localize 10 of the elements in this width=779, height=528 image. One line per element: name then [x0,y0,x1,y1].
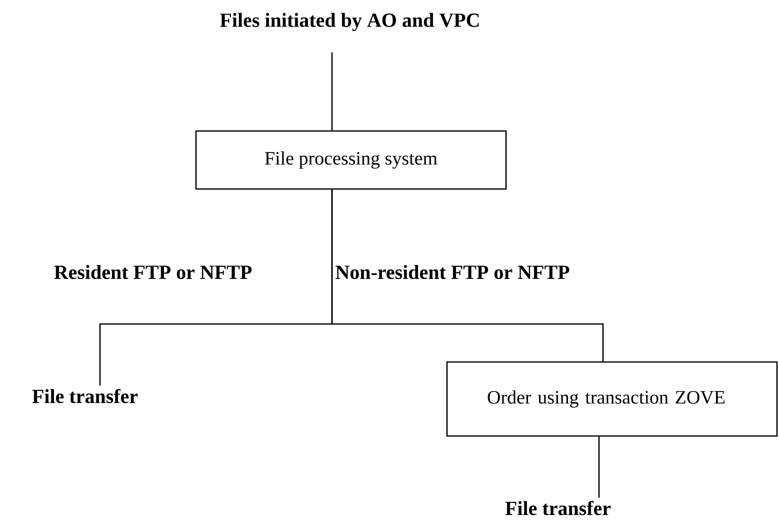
edge-label: Resident FTP or NFTP [54,264,252,280]
edge-label: Non-resident FTP or NFTP [336,264,570,280]
heading-text: Files initiated by AO and VPC [220,12,479,32]
connector-line [598,436,600,498]
bare-text: File transfer [32,388,138,404]
process-box: File processing system [195,130,507,190]
connector-line [331,52,333,130]
process-box: Order using transaction ZOVE [446,361,778,437]
connector-line [331,190,604,362]
bare-text: File transfer [505,500,611,516]
